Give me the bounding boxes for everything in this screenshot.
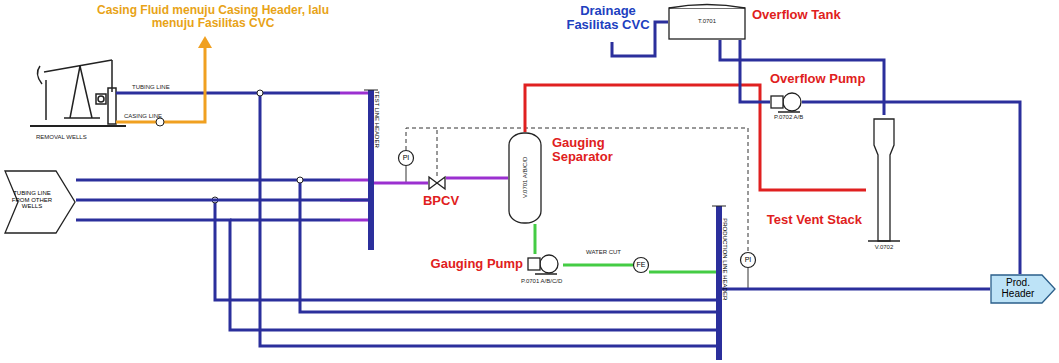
equipment-label: Overflow Tank bbox=[752, 8, 872, 22]
prod-header: Prod. Header bbox=[990, 274, 1058, 304]
test-line-header: TEST LINE HEADER bbox=[368, 90, 374, 250]
overflow-tank: T.0701Overflow Tank bbox=[668, 4, 746, 40]
production-line-header: PRODUCTION LINE HEADER bbox=[716, 206, 722, 360]
pumpjack-icon bbox=[30, 60, 126, 126]
note-text: Drainage Fasilitas CVC bbox=[558, 4, 658, 33]
gauging-pump-shape bbox=[527, 254, 563, 276]
test-vent-stack-shape bbox=[866, 115, 902, 242]
bpcv-valve: BPCV bbox=[428, 176, 446, 190]
instrument-label: WATER CUT bbox=[586, 249, 636, 256]
pressure-indicator: PI bbox=[398, 150, 414, 166]
test-vent-stack: V.0702Test Vent Stack bbox=[866, 115, 902, 242]
equipment-label: Prod. Header bbox=[994, 277, 1042, 299]
equipment-label: Gauging Separator bbox=[552, 136, 632, 165]
pressure-indicator: PI bbox=[740, 252, 756, 268]
pipe-line bbox=[740, 40, 770, 102]
equipment-label: Overflow Pump bbox=[770, 72, 890, 86]
equipment-label: Gauging Pump bbox=[427, 257, 523, 271]
pipe-line bbox=[802, 102, 1020, 274]
equipment-label: BPCV bbox=[416, 194, 466, 208]
pipe-line bbox=[76, 200, 368, 201]
pipe-line bbox=[722, 289, 990, 290]
tag-number: V.0701 A/B/C/D bbox=[522, 135, 529, 219]
pipe-line bbox=[446, 178, 508, 179]
equipment-label: FE bbox=[633, 261, 649, 269]
equipment-label: Test Vent Stack bbox=[754, 213, 862, 227]
line-label: CASING LINE bbox=[124, 113, 184, 120]
overflow-pump: P.0702 A/BOverflow Pump bbox=[770, 92, 802, 112]
pipe-line bbox=[76, 220, 716, 330]
overflow-pump-shape bbox=[770, 92, 802, 112]
pipe-line bbox=[374, 183, 428, 184]
equipment-label: TEST LINE HEADER bbox=[374, 84, 381, 154]
note-text: Casing Fluid menuju Casing Header, lalu … bbox=[88, 4, 338, 30]
bpcv-valve-shape bbox=[428, 176, 446, 190]
wells-inlet: TUBING LINE FROM OTHER WELLS bbox=[4, 170, 76, 234]
gauging-separator: V.0701 A/B/C/DGauging Separator bbox=[508, 132, 542, 224]
production-line-header-shape bbox=[716, 206, 722, 360]
equipment-label: PRODUCTION LINE HEADER bbox=[722, 212, 729, 306]
pipe-line bbox=[649, 272, 716, 273]
flow-element: FE bbox=[633, 257, 649, 273]
pipe-line bbox=[535, 224, 536, 254]
test-line-header-shape bbox=[368, 90, 374, 250]
tag-number: V.0702 bbox=[864, 244, 904, 251]
equipment-label: PI bbox=[398, 154, 414, 162]
well-label: REMOVAL WELLS bbox=[36, 134, 106, 141]
tag-number: T.0701 bbox=[668, 18, 746, 25]
equipment-label: TUBING LINE FROM OTHER WELLS bbox=[8, 190, 56, 210]
pipe-line bbox=[563, 265, 633, 266]
tag-number: P.0702 A/B bbox=[774, 114, 834, 121]
tag-number: P.0701 A/B/C/D bbox=[521, 278, 601, 285]
equipment-label: PI bbox=[740, 256, 756, 264]
gauging-pump: P.0701 A/B/C/DGauging Pump bbox=[527, 254, 563, 276]
line-label: TUBING LINE bbox=[132, 84, 192, 91]
